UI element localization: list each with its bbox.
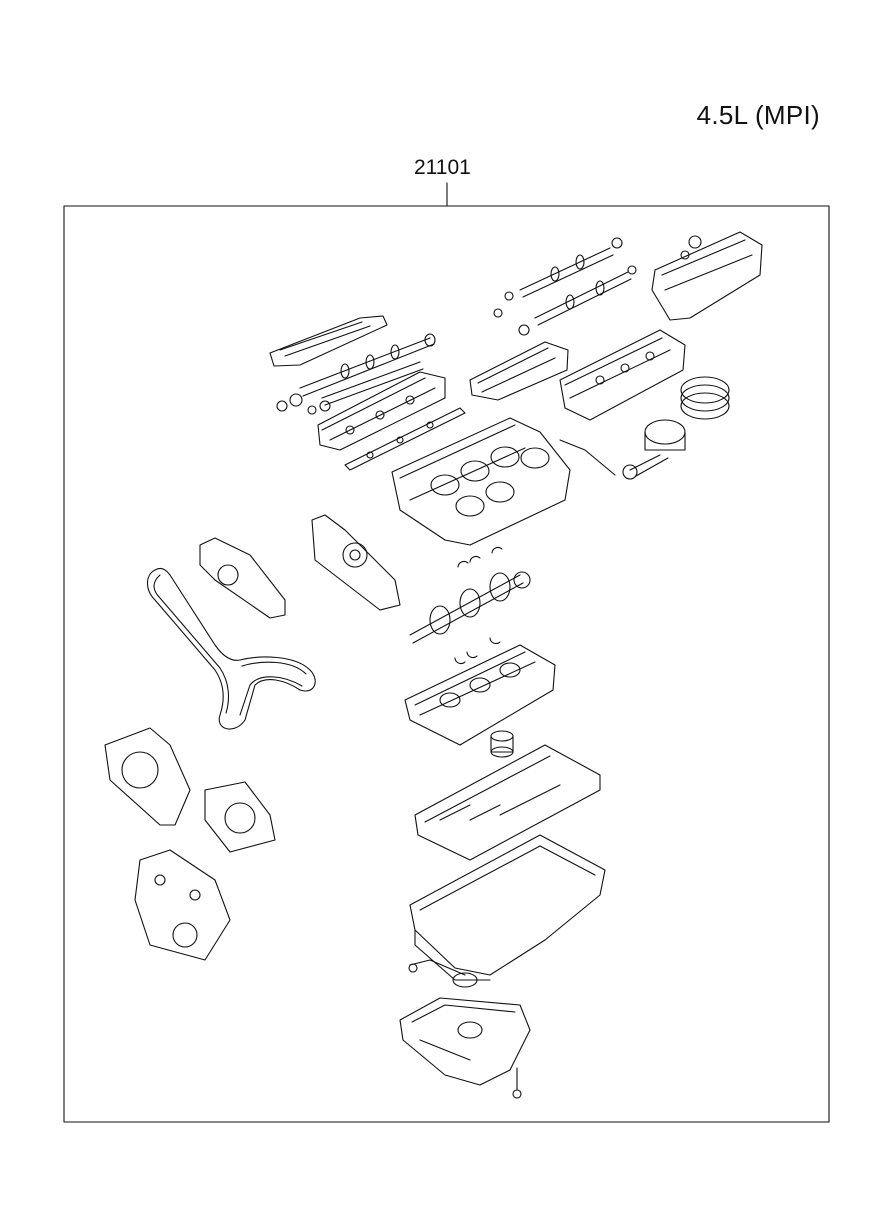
engine-block bbox=[391, 417, 571, 546]
piston-connecting-rod bbox=[622, 419, 686, 480]
timing-belt bbox=[146, 567, 316, 730]
manifold-gasket-right bbox=[469, 341, 569, 401]
bearing-shells-upper bbox=[457, 546, 503, 568]
valve-cover-left bbox=[269, 315, 388, 367]
oil-pump-front-cover bbox=[311, 514, 401, 611]
cylinder-head-left bbox=[317, 371, 446, 451]
timing-cover-mid bbox=[204, 781, 276, 853]
head-gasket-left bbox=[344, 407, 466, 471]
bearing-shells-lower bbox=[454, 637, 501, 665]
oil-strainer bbox=[408, 959, 478, 988]
camshaft-left-lower bbox=[307, 361, 424, 415]
drain-plug-bolt bbox=[512, 1067, 522, 1099]
oil-pan-upper bbox=[409, 834, 606, 981]
assembly-frame bbox=[63, 205, 830, 1123]
assembly-part-number: 21101 bbox=[414, 156, 471, 179]
piston-rings bbox=[680, 376, 730, 420]
crankshaft bbox=[409, 571, 531, 644]
camshaft-right-upper bbox=[493, 237, 623, 318]
timing-cover-upper bbox=[104, 727, 191, 826]
camshaft-right-lower bbox=[518, 265, 637, 336]
engine-label: 4.5L (MPI) bbox=[696, 100, 820, 130]
oil-pan-lower bbox=[399, 997, 531, 1086]
timing-cover-lower bbox=[134, 849, 231, 961]
cylinder-head-right bbox=[559, 329, 686, 421]
valve-cover-right bbox=[651, 231, 763, 321]
piston-leader bbox=[559, 439, 616, 476]
oil-pan-baffle bbox=[414, 744, 601, 861]
water-pump bbox=[199, 537, 286, 619]
oil-filter bbox=[490, 730, 514, 758]
lower-crankcase bbox=[404, 644, 556, 746]
camshaft-left-upper bbox=[276, 333, 436, 412]
